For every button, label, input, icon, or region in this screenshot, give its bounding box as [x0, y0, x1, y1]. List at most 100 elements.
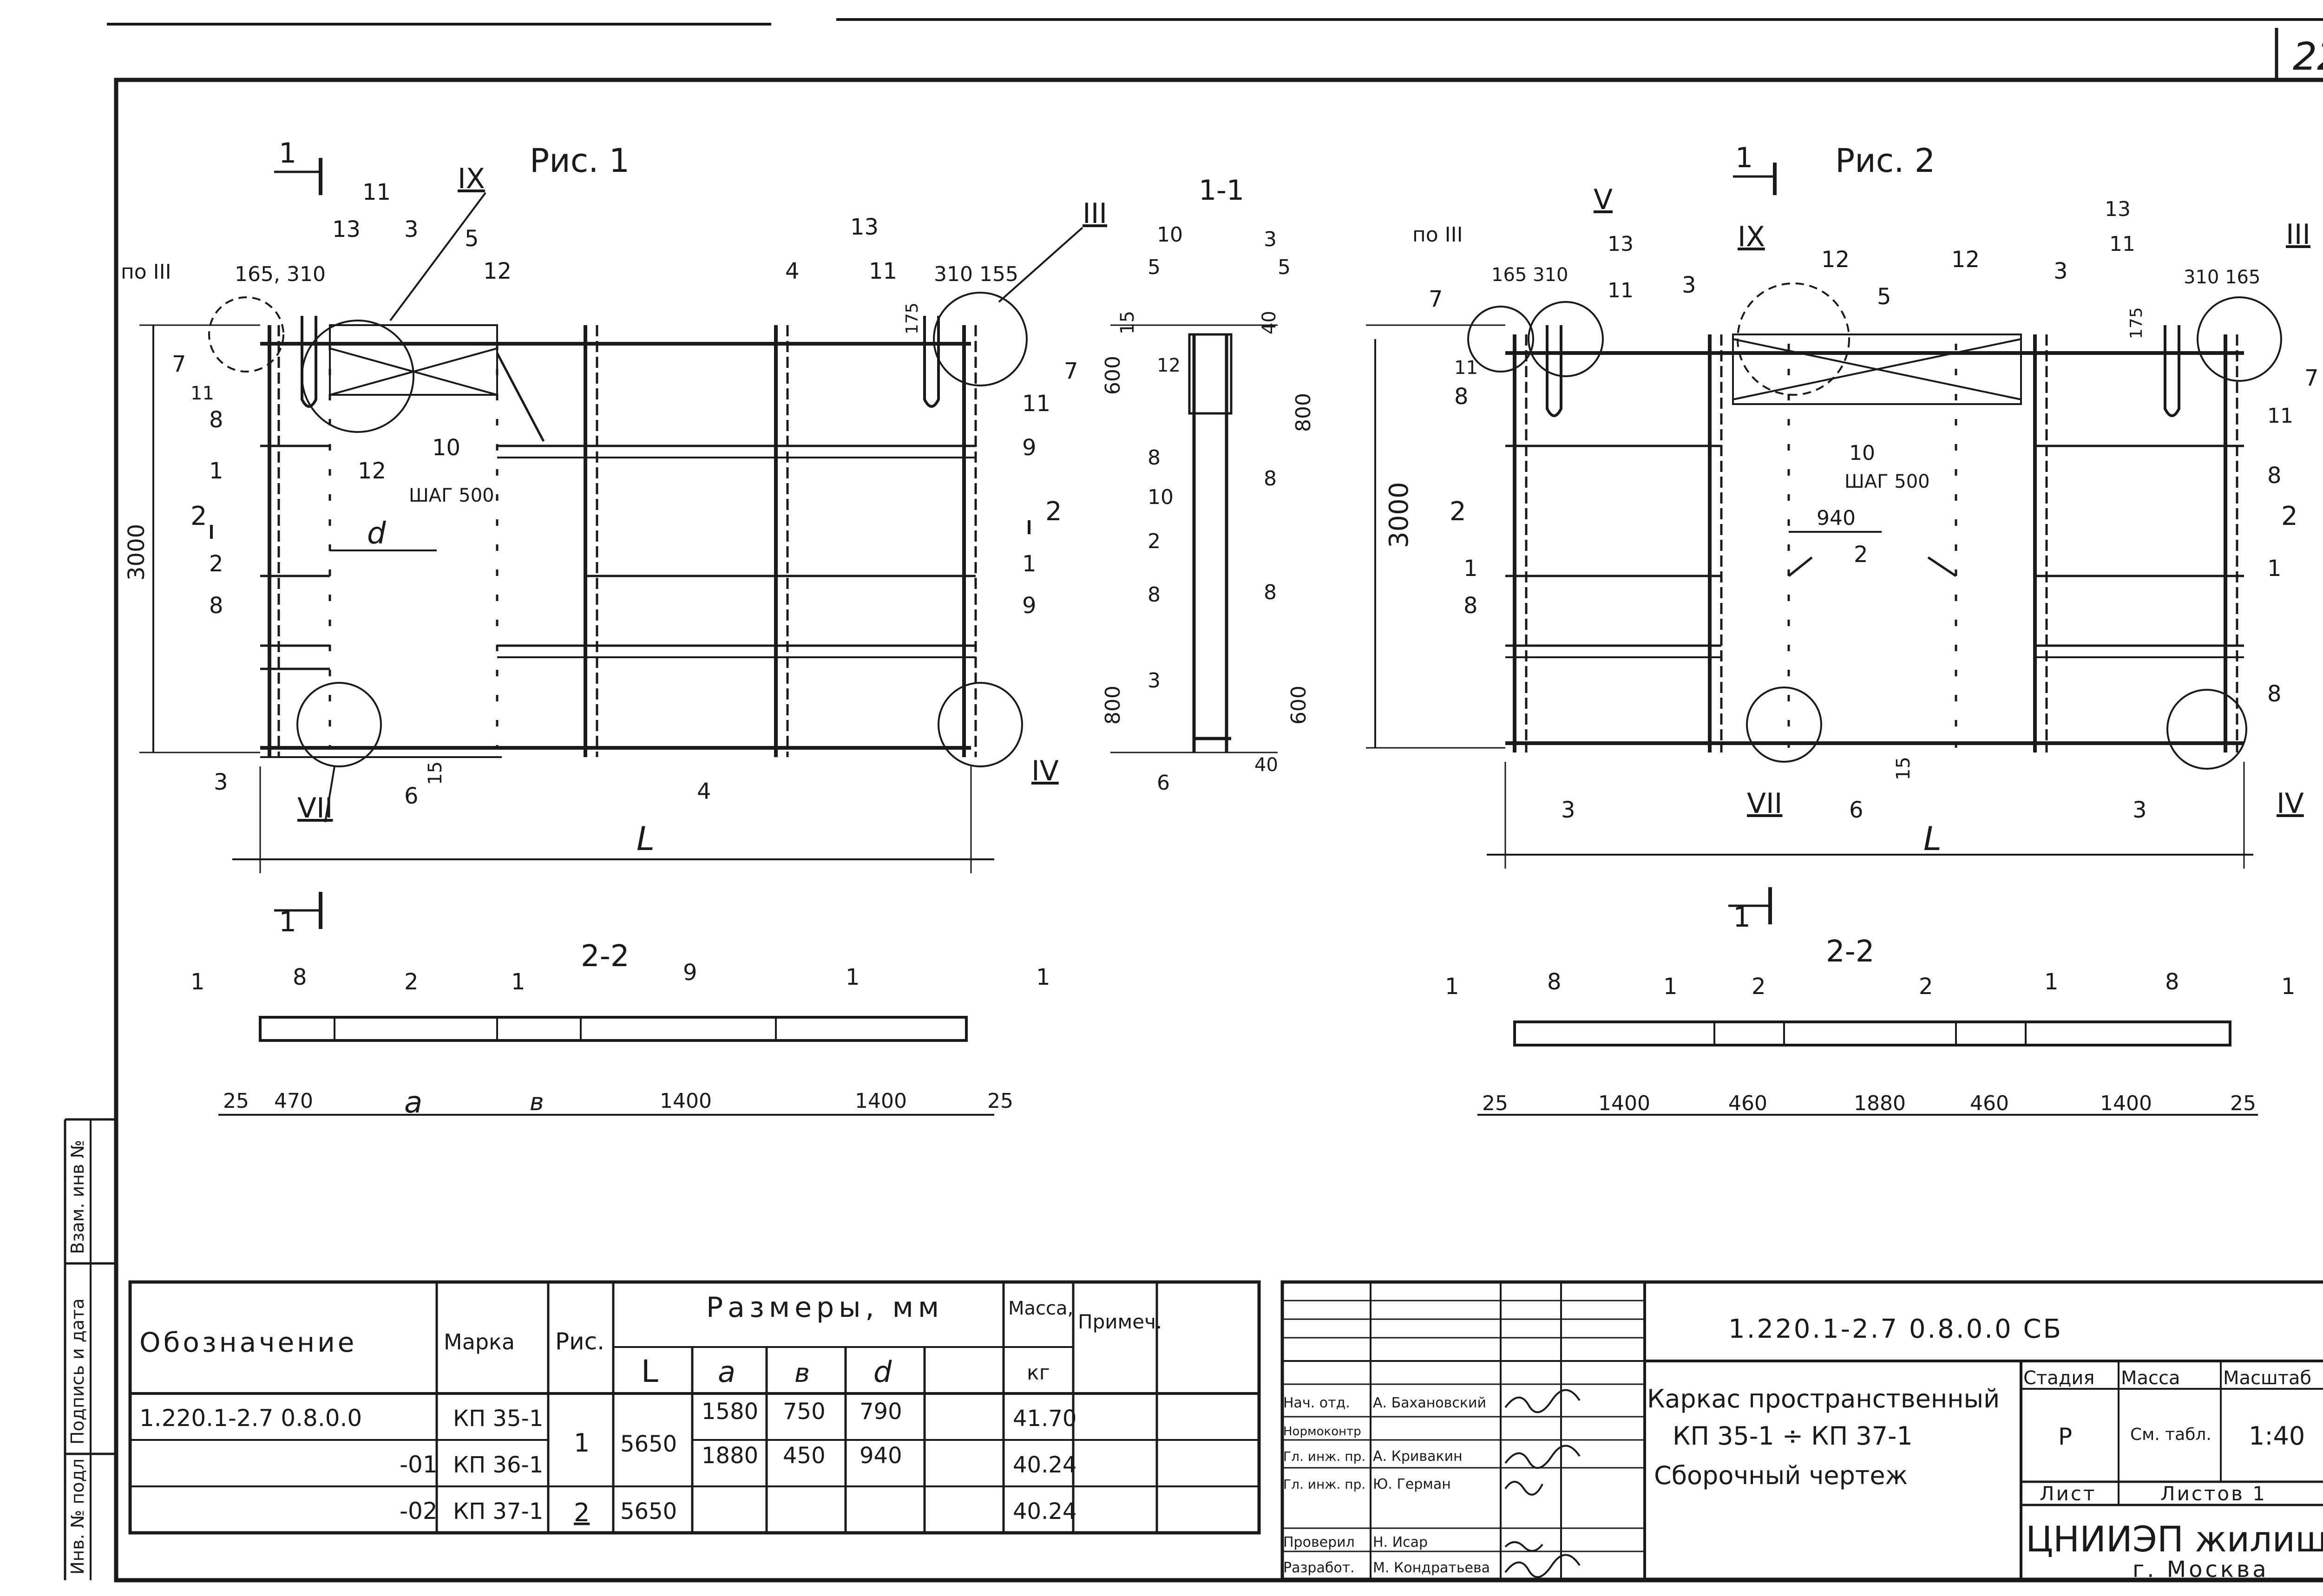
sheet-frame [114, 78, 2323, 1583]
fig2-callout-ix: IX [1738, 221, 1765, 253]
figure-1: Рис. 1 1 1 [121, 137, 1107, 1120]
fig2-pos-5: 5 [1877, 284, 1891, 310]
fig1-section-mark-top: 1 [279, 137, 296, 170]
fig2-pos-8b: 8 [1463, 593, 1478, 619]
role-6: Проверил [1283, 1534, 1355, 1550]
role-3-name: А. Кривакин [1373, 1448, 1463, 1465]
fig2-pos-1b: 1 [2267, 556, 2282, 582]
s11-dim-40: 40 [1259, 311, 1280, 334]
fig2-pos-8c: 8 [2267, 463, 2282, 489]
fig1-pos-7: 7 [172, 351, 186, 377]
s11-label-8d: 8 [1264, 467, 1277, 491]
fig2-s22-label-8b: 8 [2165, 969, 2179, 995]
fig1-pos-10: 10 [432, 435, 460, 461]
fig2-s22-dim-25: 25 [1482, 1092, 1508, 1115]
fig1-pos-11b: 11 [869, 258, 897, 284]
signature-4 [1504, 1541, 1543, 1552]
fig2-pos-8d: 8 [2267, 681, 2282, 707]
fig2-pos-11c: 11 [2109, 232, 2135, 256]
section11-title: 1-1 [1199, 174, 1244, 207]
role-7-name: М. Кондратьева [1373, 1560, 1490, 1576]
fig1-pos-5: 5 [465, 226, 479, 252]
fig2-dim-940: 940 [1817, 506, 1856, 530]
fig1-dim-15: 15 [425, 761, 446, 785]
s11-dim-15: 15 [1117, 311, 1138, 334]
title-sheet-label: Лист [2040, 1482, 2096, 1505]
title-scale: 1:40 [2249, 1421, 2305, 1451]
spec-row2-b: 450 [783, 1443, 826, 1469]
fig1-title: Рис. 1 [530, 142, 630, 180]
title-mass-label: Масса [2121, 1367, 2180, 1389]
fig2-s22-label-1c: 1 [2044, 969, 2059, 995]
fig2-pos-10: 10 [1849, 441, 1875, 465]
fig2-dim-length: L [1923, 820, 1942, 858]
fig1-dim-height: 3000 [124, 524, 150, 581]
fig2-pos-11: 11 [1454, 357, 1478, 379]
role-4-name: Ю. Герман [1373, 1476, 1451, 1492]
spec-row1-mark: КП 35-1 [453, 1406, 543, 1432]
title-mass: См. табл. [2130, 1425, 2211, 1444]
fig1-pos-9: 9 [1022, 435, 1037, 461]
spec-row1-d: 790 [860, 1399, 902, 1425]
title-stage-label: Стадия [2023, 1367, 2094, 1389]
fig1-pos-8b: 8 [209, 593, 223, 619]
fig1-pos-11: 11 [362, 179, 391, 205]
s11-dim-40b: 40 [1254, 754, 1278, 776]
title-org-line2: г. Москва [2133, 1557, 2269, 1583]
fig1-section2-mark: 2 [190, 501, 207, 531]
spec-row2-designation: -01 [400, 1451, 438, 1478]
fig1-s22-label-1: 1 [190, 969, 205, 995]
spec-row1-L: 5650 [620, 1431, 677, 1457]
fig1-pos-4: 4 [785, 258, 800, 284]
fig1-dim-step: ШАГ 500 [409, 485, 494, 506]
signature-5 [1504, 1554, 1581, 1578]
fig1-pos-13: 13 [332, 216, 361, 242]
signature-2 [1504, 1445, 1581, 1469]
fig2-pos-8: 8 [1454, 384, 1469, 410]
fig1-section2-mark-right: 2 [1045, 497, 1062, 527]
fig2-s22-label-1: 1 [1445, 974, 1459, 1000]
fig2-s22-label-1d: 1 [2281, 974, 2296, 1000]
role-1-name: А. Бахановский [1373, 1395, 1486, 1411]
s11-label-6: 6 [1157, 771, 1170, 795]
fig1-section22-body [259, 1016, 968, 1042]
s11-label-3b: 3 [1148, 669, 1161, 693]
title-name-line1: Каркас пространственный [1647, 1384, 2000, 1413]
fig1-pos-11d: 11 [190, 383, 214, 404]
fig1-s22-dim-a: a [404, 1086, 422, 1120]
spec-header-designation: Обозначение [139, 1327, 357, 1358]
fig1-s22-dim-b: в [530, 1088, 544, 1116]
s11-label-10: 10 [1157, 223, 1183, 247]
title-scale-label: Масштаб [2223, 1367, 2311, 1389]
fig2-title: Рис. 2 [1835, 142, 1935, 180]
fig1-pos-3b: 3 [214, 769, 228, 795]
spec-row3-designation: -02 [400, 1498, 438, 1524]
fig2-pos-7b: 7 [2304, 365, 2319, 391]
s11-dim-800: 800 [1292, 393, 1315, 432]
fig1-s22-label-9: 9 [683, 960, 697, 986]
spec-row1-b: 750 [783, 1399, 826, 1425]
spec-row1-fig: 1 [574, 1428, 590, 1458]
title-sheets-label: Листов 1 [2160, 1482, 2267, 1505]
fig2-dim-15: 15 [1893, 757, 1914, 780]
spec-row2-a: 1880 [702, 1443, 758, 1469]
fig2-section2-mark: 2 [1450, 497, 1466, 527]
role-2: Нормоконтр [1283, 1425, 1361, 1439]
title-code: 1.220.1-2.7 0.8.0.0 СБ [1728, 1314, 2063, 1344]
fig1-pos-1b: 1 [1022, 551, 1037, 577]
role-3: Гл. инж. пр. [1283, 1449, 1365, 1464]
fig1-s22-dim-470: 470 [274, 1089, 313, 1113]
s11-dim-800b: 800 [1101, 686, 1125, 725]
spec-row1-mass: 41.70 [1013, 1406, 1076, 1432]
fig1-pos-1: 1 [209, 458, 223, 484]
fig1-s22-label-1b: 1 [511, 969, 525, 995]
fig2-s22-label-2: 2 [1752, 974, 1766, 1000]
s11-label-8c: 8 [1264, 581, 1277, 604]
spec-row3-mark: КП 37-1 [453, 1498, 543, 1524]
side-strip-label-3: Взам. инв № [67, 1140, 88, 1254]
spec-header-b: в [794, 1358, 810, 1388]
s11-label-10b: 10 [1148, 485, 1174, 509]
fig2-pos-3c: 3 [1561, 797, 1575, 823]
fig2-section22-title: 2-2 [1826, 935, 1875, 969]
spec-header-sizes: Размеры, мм [706, 1291, 944, 1324]
